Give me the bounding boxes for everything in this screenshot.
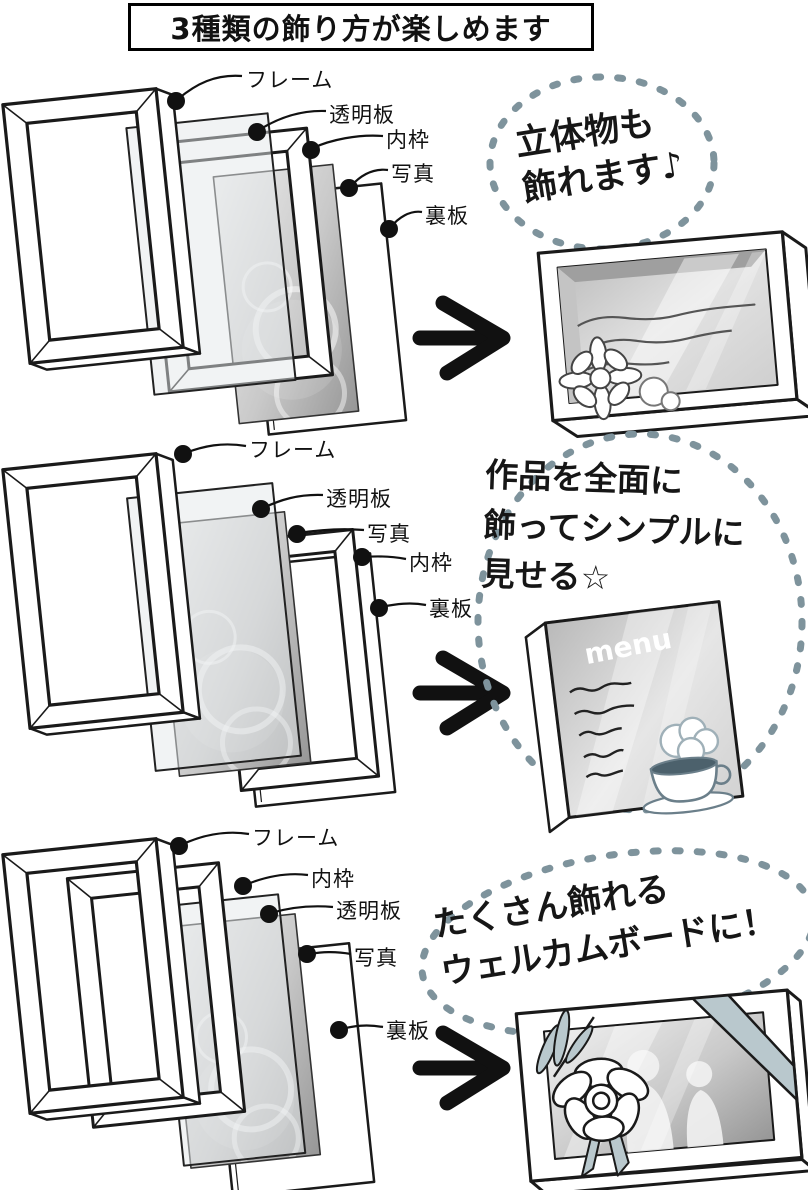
outer-frame-layer	[1, 837, 202, 1121]
label-dots-2	[174, 445, 388, 617]
page-title: 3種類の飾り方が楽しめます	[128, 3, 594, 51]
result-welcome-board	[514, 988, 808, 1190]
bubble-dotted-border-2	[474, 430, 806, 814]
bubble-2-line-2: 飾ってシンプルに	[482, 504, 746, 553]
bubble-text-2: 作品を全面に 飾ってシンプルに 見せる☆	[481, 450, 747, 608]
result-menu-frame: menu	[524, 600, 745, 834]
rose	[535, 1009, 650, 1178]
layer-label-photo-2: 写真	[367, 522, 411, 546]
rose-petals	[551, 1057, 650, 1142]
layer-label-frame-1: フレーム	[246, 68, 334, 92]
arrow-icon-1	[412, 295, 511, 381]
outer-frame-layer	[1, 452, 202, 736]
coffee-cup-icon	[642, 756, 735, 815]
layer-label-photo-1: 写真	[391, 162, 435, 186]
page-title-text: 3種類の飾り方が楽しめます	[170, 12, 552, 46]
exploded-diagram-3	[1, 831, 384, 1190]
rose-leaves	[535, 1009, 595, 1078]
bubble-dotted-border-3	[418, 847, 808, 1039]
bubble-2-line-3: 見せる☆	[481, 553, 611, 598]
layer-label-clearplate-1: 透明板	[329, 103, 395, 127]
layer-label-backplate-1: 裏板	[425, 204, 469, 228]
arrow-icon-3	[412, 1025, 511, 1111]
layer-label-clearplate-3: 透明板	[336, 899, 402, 923]
arrow-icon-2	[412, 650, 511, 736]
layer-label-frame-2: フレーム	[249, 438, 337, 462]
layer-label-frame-3: フレーム	[252, 826, 340, 850]
layer-label-innerframe-2: 内枠	[409, 551, 453, 575]
layer-label-photo-3: 写真	[354, 946, 398, 970]
outer-frame-layer	[1, 87, 202, 371]
exploded-diagram-1	[1, 74, 423, 436]
layer-label-innerframe-3: 内枠	[311, 867, 355, 891]
layer-label-clearplate-2: 透明板	[326, 487, 392, 511]
label-dots-3	[170, 837, 348, 1039]
exploded-diagram-2	[1, 443, 427, 808]
layer-label-backplate-2: 裏板	[429, 597, 473, 621]
ribbon-band	[691, 994, 799, 1101]
menu-squiggles	[569, 681, 635, 779]
bubble-2-line-1: 作品を全面に	[484, 454, 684, 501]
flower	[558, 336, 681, 421]
layer-label-backplate-3: 裏板	[386, 1019, 430, 1043]
layer-label-innerframe-1: 内枠	[386, 128, 430, 152]
result-shadowbox	[536, 230, 808, 438]
label-dots-1	[167, 92, 398, 238]
